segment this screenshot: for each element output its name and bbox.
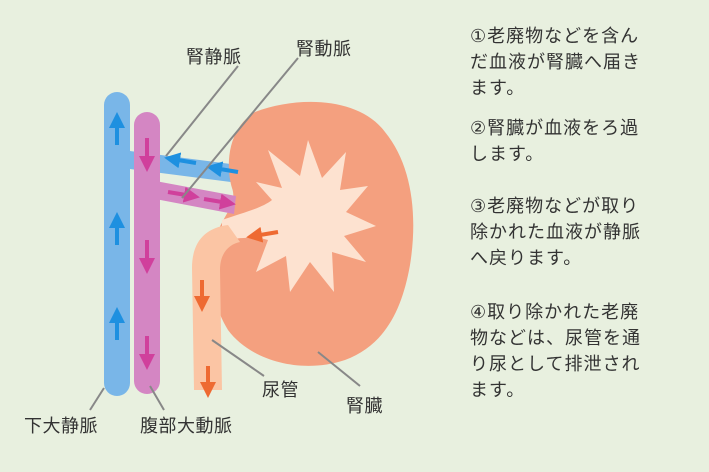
- explanation-notes: ①老廃物などを含ん だ血液が腎臓へ届き ます。 ②腎臓が血液をろ過 します。 ③…: [470, 24, 702, 404]
- renal-vein-arrow: [206, 161, 239, 178]
- label-renal-artery: 腎動脈: [296, 39, 352, 60]
- leader-ureter: [211, 339, 265, 377]
- renal-pelvis-shape: [222, 140, 376, 292]
- label-inferior-vena-cava: 下大静脈: [24, 416, 98, 437]
- note-step-4: ④取り除かれた老廃 物などは、尿管を通 り尿として排泄され ます。: [470, 302, 641, 401]
- note-step-3: ③老廃物などが取り 除かれた血液が静脈 へ戻ります。: [470, 196, 641, 269]
- ureter-arrow: [246, 226, 279, 243]
- leader-aorta: [149, 385, 165, 411]
- leader-renal-artery: [181, 57, 299, 199]
- label-renal-vein: 腎静脈: [186, 47, 242, 68]
- leader-vena-cava: [89, 387, 105, 411]
- renal-vein-arrow: [164, 152, 197, 169]
- note-step-2: ②腎臓が血液をろ過 します。: [470, 118, 640, 165]
- label-abdominal-aorta: 腹部大動脈: [140, 416, 233, 437]
- label-kidney: 腎臓: [346, 396, 383, 417]
- ureter-shape: [192, 225, 240, 390]
- leader-renal-vein: [165, 65, 239, 157]
- leader-kidney: [317, 351, 361, 387]
- note-step-1: ①老廃物などを含ん だ血液が腎臓へ届き ます。: [470, 26, 641, 99]
- renal-artery-arrow: [167, 186, 200, 203]
- renal-artery-arrow: [203, 193, 236, 210]
- label-ureter: 尿管: [262, 380, 299, 401]
